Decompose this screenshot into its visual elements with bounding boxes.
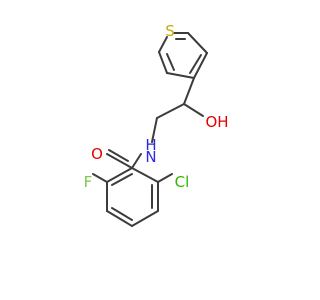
bond: [183, 77, 195, 105]
amide-nitrogen-label: N: [145, 148, 156, 166]
bond: [108, 149, 129, 162]
bond: [106, 153, 133, 169]
bond: [106, 167, 133, 183]
bond: [187, 32, 208, 54]
bond: [158, 51, 168, 74]
carbonyl-oxygen-label: O: [91, 145, 103, 163]
bond: [189, 54, 202, 74]
thiophene-ring: [158, 32, 208, 79]
bond: [183, 103, 204, 117]
bond: [111, 173, 133, 186]
bond: [156, 103, 185, 119]
chlorine-label: Cl: [175, 173, 190, 191]
bond: [193, 52, 208, 79]
bond: [151, 117, 158, 143]
sulfur-label: S: [165, 22, 175, 40]
bond: [157, 173, 173, 183]
bond: [111, 207, 133, 221]
bond: [131, 210, 159, 227]
bond: [92, 173, 108, 183]
bond: [106, 210, 133, 227]
fluorine-label: F: [84, 173, 93, 191]
molecule-structure: S OH O H N F Cl: [84, 22, 229, 227]
bond: [166, 72, 195, 79]
hydroxyl-label: OH: [205, 113, 228, 131]
amide-hydrogen-label: H: [145, 136, 156, 154]
bond: [131, 153, 142, 169]
bond: [131, 167, 159, 183]
benzene-ring: [106, 167, 159, 227]
bond: [166, 53, 175, 71]
bond: [158, 36, 168, 53]
